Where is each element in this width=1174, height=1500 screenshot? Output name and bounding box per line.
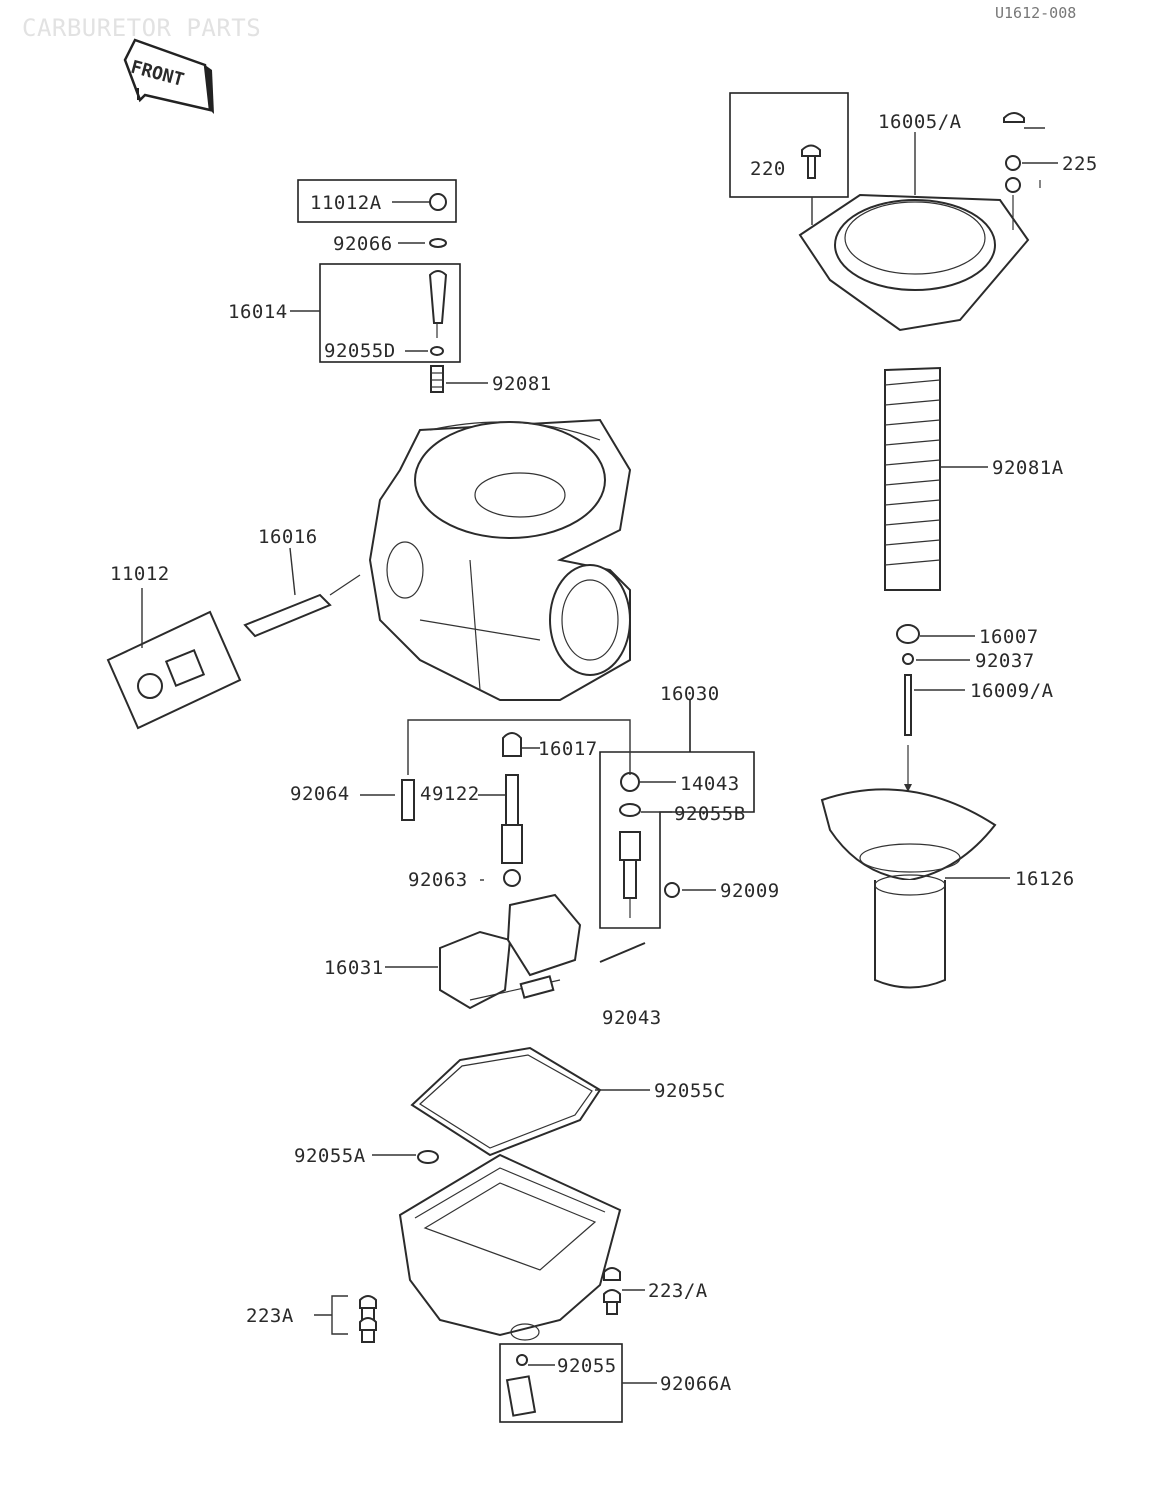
carburetor-body bbox=[368, 418, 632, 701]
part-92037: 92037 bbox=[902, 650, 1035, 672]
label-16009A: 16009/A bbox=[970, 680, 1054, 702]
label-223A-right: 223/A bbox=[648, 1280, 708, 1302]
part-49122: 49122 bbox=[420, 774, 523, 864]
label-92037: 92037 bbox=[975, 650, 1035, 672]
diagram-code: U1612-008 bbox=[995, 4, 1076, 22]
label-92055C: 92055C bbox=[654, 1080, 726, 1102]
label-49122: 49122 bbox=[420, 783, 480, 805]
label-16017: 16017 bbox=[538, 738, 598, 760]
label-16016: 16016 bbox=[258, 526, 318, 548]
label-225: 225 bbox=[1062, 153, 1098, 175]
part-92009: 92009 bbox=[664, 880, 780, 902]
part-225: 225 bbox=[1003, 112, 1098, 230]
part-16007: 16007 bbox=[896, 624, 1039, 648]
part-16016: 16016 bbox=[243, 526, 361, 638]
label-92043: 92043 bbox=[602, 1007, 662, 1029]
part-16030: 16030 14043 92055B bbox=[599, 683, 755, 929]
label-92064: 92064 bbox=[290, 783, 350, 805]
label-92066: 92066 bbox=[333, 233, 393, 255]
part-223A: 223A bbox=[246, 1295, 377, 1343]
label-16031: 16031 bbox=[324, 957, 384, 979]
part-16031: 16031 bbox=[324, 893, 582, 1010]
part-92081: 92081 bbox=[430, 365, 552, 395]
part-92081A: 92081A bbox=[884, 366, 1064, 591]
part-223A-right: 223/A bbox=[603, 1267, 708, 1315]
label-92055D: 92055D bbox=[324, 340, 396, 362]
label-92081A: 92081A bbox=[992, 457, 1064, 479]
label-92063: 92063 bbox=[408, 869, 468, 891]
part-16005A: 16005/A bbox=[798, 111, 1030, 332]
label-92009: 92009 bbox=[720, 880, 780, 902]
part-16014: 16014 92055D bbox=[228, 263, 461, 363]
label-16005A: 16005/A bbox=[878, 111, 962, 133]
float-bowl bbox=[398, 1153, 622, 1341]
part-92064: 92064 bbox=[290, 719, 631, 821]
label-11012A: 11012A bbox=[310, 192, 382, 214]
label-14043: 14043 bbox=[680, 773, 740, 795]
part-11012A: 11012A bbox=[297, 179, 457, 223]
label-16014: 16014 bbox=[228, 301, 288, 323]
part-16017: 16017 bbox=[502, 732, 598, 760]
label-92066A: 92066A bbox=[660, 1373, 732, 1395]
label-11012: 11012 bbox=[110, 563, 170, 585]
diagram-title: CARBURETOR PARTS bbox=[22, 14, 261, 42]
part-92043: 92043 bbox=[599, 942, 662, 1029]
label-16030: 16030 bbox=[660, 683, 720, 705]
part-92066: 92066 bbox=[333, 233, 447, 255]
part-92055A: 92055A bbox=[294, 1145, 439, 1167]
label-223A: 223A bbox=[246, 1305, 294, 1327]
part-11012: 11012 bbox=[106, 563, 242, 730]
label-92055A: 92055A bbox=[294, 1145, 366, 1167]
label-220: 220 bbox=[750, 158, 786, 180]
front-arrow-icon: FRONT bbox=[123, 38, 214, 114]
part-92063: 92063 bbox=[408, 869, 521, 891]
label-16126: 16126 bbox=[1015, 868, 1075, 890]
part-220: 220 bbox=[729, 92, 849, 225]
label-92055: 92055 bbox=[557, 1355, 617, 1377]
part-92066A: 92055 92066A bbox=[499, 1343, 732, 1423]
label-92055B: 92055B bbox=[674, 803, 746, 825]
part-16126: 16126 bbox=[820, 788, 1075, 989]
label-92081: 92081 bbox=[492, 373, 552, 395]
part-16009A: 16009/A bbox=[904, 674, 1054, 792]
part-92055C: 92055C bbox=[410, 1046, 726, 1157]
label-16007: 16007 bbox=[979, 626, 1039, 648]
